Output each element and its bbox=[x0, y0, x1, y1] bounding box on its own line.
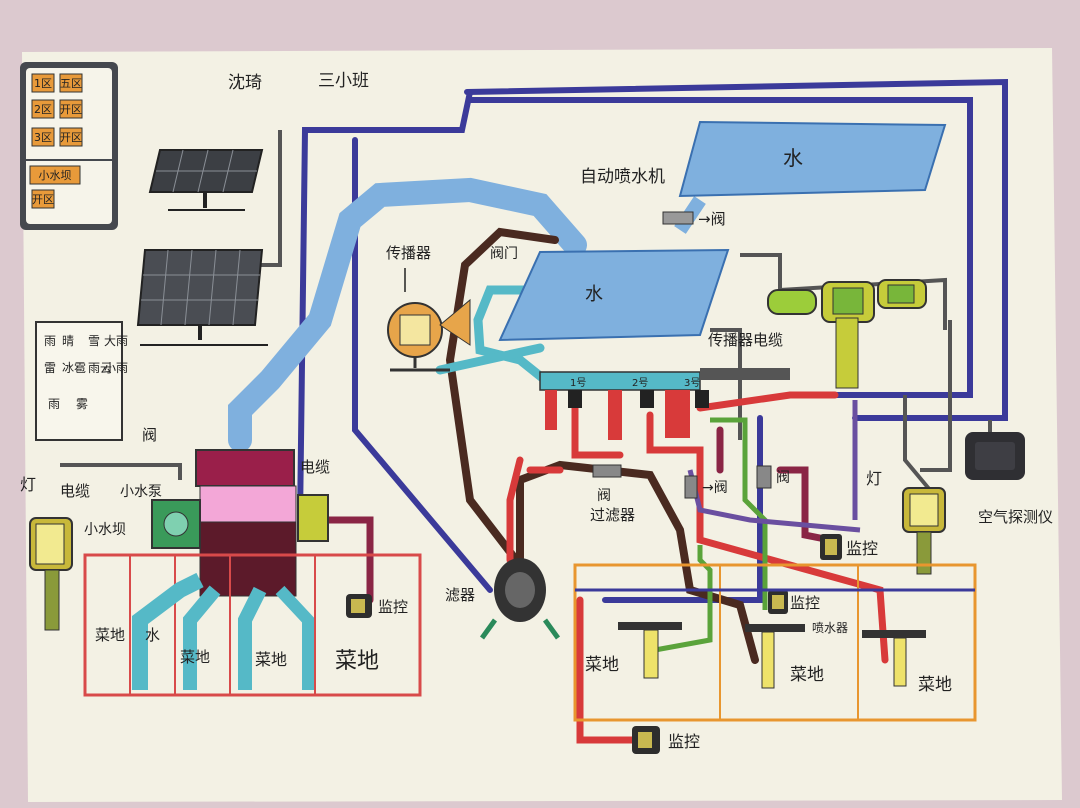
valve-a[interactable] bbox=[592, 464, 622, 478]
valve-door-label: 阀门 bbox=[490, 246, 518, 262]
panel-btn-dam-label: 小水坝 bbox=[39, 168, 72, 182]
panel-btn-2[interactable] bbox=[31, 99, 55, 119]
auto-sprinkler-label: 自动喷水机 bbox=[580, 167, 665, 187]
valve-top[interactable] bbox=[662, 211, 694, 225]
water-tank-top bbox=[678, 120, 947, 198]
control-panel-buttons: 1区 五区 2区 开区 3区 开区 小水坝 开区 bbox=[29, 73, 83, 209]
weather-note-7: 雨云 bbox=[88, 361, 112, 375]
right-field-area bbox=[573, 563, 977, 722]
pump-station bbox=[151, 449, 329, 597]
panel-btn-3b-label: 开区 bbox=[60, 131, 82, 144]
valve-b-label: →阀 bbox=[702, 480, 728, 496]
pipes-red bbox=[506, 391, 889, 744]
right-field-3: 菜地 bbox=[918, 675, 952, 695]
pipe-light-blue-main bbox=[228, 177, 587, 452]
weather-note-3: 雪 bbox=[88, 334, 100, 348]
pipes-maroon bbox=[306, 426, 834, 604]
panel-btn-2b-label: 开区 bbox=[60, 103, 82, 116]
panel-btn-3[interactable] bbox=[31, 127, 55, 147]
pipe-1-label: 1号 bbox=[570, 377, 586, 389]
right-field-2: 菜地 bbox=[790, 665, 824, 685]
junction-strip bbox=[700, 368, 790, 380]
small-dam-label: 小水坝 bbox=[84, 522, 126, 538]
sensor-label: 传播器 bbox=[386, 244, 431, 262]
left-field-4: 菜地 bbox=[255, 650, 287, 669]
panel-btn-3b[interactable] bbox=[59, 127, 83, 147]
panel-btn-open[interactable] bbox=[31, 189, 55, 209]
weather-notes-box bbox=[35, 321, 123, 441]
valve-c[interactable] bbox=[756, 465, 772, 489]
weather-note-6: 冰雹 bbox=[62, 361, 86, 375]
weather-note-2: 晴 bbox=[62, 334, 74, 348]
monitor-1-label: 监控 bbox=[846, 539, 878, 558]
pipes-green bbox=[654, 417, 768, 653]
monitor-4 bbox=[632, 726, 660, 754]
valve-left-label: 阀 bbox=[142, 426, 157, 444]
weather-note-8: 小雨 bbox=[104, 361, 128, 375]
cables-dark-blue bbox=[297, 78, 1008, 603]
weather-note-5: 雷 bbox=[44, 361, 56, 375]
panel-btn-2-label: 2区 bbox=[34, 103, 52, 116]
panel-btn-1b-label: 五区 bbox=[60, 77, 82, 90]
water-tank-top-label: 水 bbox=[783, 146, 803, 170]
panel-btn-1[interactable] bbox=[31, 73, 55, 93]
class-name: 三小班 bbox=[318, 71, 369, 91]
lamp-left-label: 灯 bbox=[20, 475, 36, 494]
pipe-teal bbox=[435, 285, 550, 385]
left-field-5: 菜地 bbox=[335, 649, 379, 674]
author-name: 沈琦 bbox=[228, 73, 262, 93]
right-field-1: 菜地 bbox=[585, 655, 619, 675]
sensor-device bbox=[387, 298, 471, 372]
display-units bbox=[767, 279, 927, 389]
monitor-3 bbox=[768, 590, 788, 614]
pipe-3-label: 3号 bbox=[684, 377, 700, 389]
outlet-red-blocks bbox=[545, 390, 690, 440]
cable-mid-label: 电缆 bbox=[300, 458, 330, 476]
weather-note-9: 雨 bbox=[48, 397, 60, 411]
water-tank-mid-label: 水 bbox=[585, 284, 603, 305]
panel-btn-dam[interactable] bbox=[29, 165, 81, 185]
valve-b[interactable] bbox=[684, 475, 698, 499]
cable-left-label: 电缆 bbox=[60, 482, 90, 500]
panel-btn-2b[interactable] bbox=[59, 99, 83, 119]
lamp-right bbox=[902, 487, 946, 575]
valve-c-label: 阀 bbox=[776, 470, 790, 486]
left-field-1: 菜地 bbox=[95, 626, 125, 644]
monitor-4-label: 监控 bbox=[668, 732, 700, 751]
monitor-2 bbox=[346, 594, 372, 618]
monitor-3-label: 监控 bbox=[790, 594, 820, 612]
left-field-2: 水 bbox=[145, 626, 160, 644]
left-field-area bbox=[83, 553, 422, 697]
solar-panel-top bbox=[148, 149, 264, 211]
water-tank-mid bbox=[498, 248, 730, 342]
sensor-cable-label: 传播器电缆 bbox=[708, 331, 783, 349]
filter-mesh-label: 过滤器 bbox=[590, 506, 635, 524]
weather-note-10: 雾 bbox=[76, 397, 88, 411]
sprinkler-label: 喷水器 bbox=[812, 621, 848, 635]
distribution-pipe bbox=[539, 371, 701, 391]
valve-a-label: 阀 bbox=[597, 488, 611, 504]
solar-panel-bottom bbox=[136, 249, 268, 346]
weather-note-1: 雨 bbox=[44, 334, 56, 348]
weather-notes: 雨 晴 雪 大雨 雷 冰雹 雨云 小雨 雨 雾 bbox=[44, 334, 128, 411]
monitor-2-label: 监控 bbox=[378, 598, 408, 616]
small-pump-label: 小水泵 bbox=[120, 484, 162, 500]
monitor-1 bbox=[820, 534, 842, 560]
air-detector-label: 空气探测仪 bbox=[978, 508, 1053, 526]
panel-btn-open-label: 开区 bbox=[32, 193, 54, 206]
air-detector bbox=[965, 432, 1025, 480]
left-field-3: 菜地 bbox=[180, 648, 210, 666]
lamp-left bbox=[29, 517, 73, 631]
valve-top-label: →阀 bbox=[698, 210, 726, 228]
panel-btn-3-label: 3区 bbox=[34, 131, 52, 144]
weather-note-4: 大雨 bbox=[104, 334, 128, 348]
filter-device bbox=[479, 558, 561, 640]
panel-btn-1-label: 1区 bbox=[34, 77, 52, 90]
lamp-right-label: 灯 bbox=[866, 469, 882, 488]
panel-btn-1b[interactable] bbox=[59, 73, 83, 93]
filter-label: 滤器 bbox=[445, 586, 475, 604]
outlet-valves bbox=[568, 390, 709, 408]
pipe-2-label: 2号 bbox=[632, 377, 648, 389]
